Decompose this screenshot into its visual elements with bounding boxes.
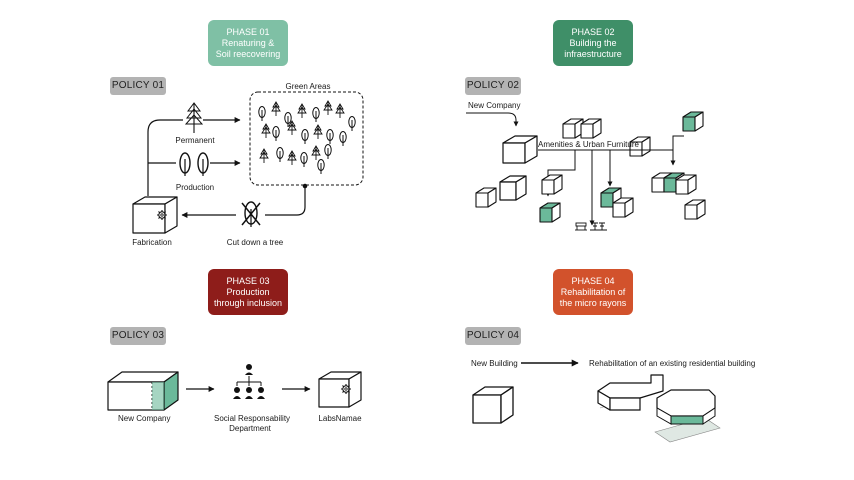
rehab-building [597, 374, 721, 443]
policy2-new-company-label: New Company [468, 101, 521, 110]
phase-01-line2: Soil reecovering [215, 48, 281, 59]
phase-03-tag: PHASE 03 [226, 275, 270, 286]
forest-icons [258, 100, 356, 175]
new-company-building [107, 371, 179, 411]
fabrication-cube [132, 196, 178, 234]
policy-04-label: POLICY 04 [465, 327, 521, 345]
policy3-new-company-label: New Company [118, 414, 171, 423]
cut-down-label: Cut down a tree [226, 238, 284, 247]
social-line2-label: Department [229, 424, 271, 433]
phase-02-tag: PHASE 02 [571, 26, 615, 37]
policy-01-diagram [132, 91, 364, 234]
labs-cube [318, 371, 362, 408]
policy-02-label: POLICY 02 [465, 77, 521, 95]
amenities-label: Amenities & Urban Furniture [538, 140, 639, 149]
phase-01-tag: PHASE 01 [226, 26, 270, 37]
company-cube [502, 135, 538, 164]
phase-03-line1: Production [226, 286, 270, 297]
phase-01-box: PHASE 01 Renaturing & Soil reecovering [208, 20, 288, 66]
policy-03-label: POLICY 03 [110, 327, 166, 345]
green-areas-label: Green Areas [285, 82, 331, 91]
phase-04-box: PHASE 04 Rehabilitation of the micro ray… [553, 269, 633, 315]
policy-04-diagram [472, 359, 721, 443]
rehabilitation-label: Rehabilitation of an existing residentia… [589, 359, 756, 368]
new-building-cube [472, 386, 514, 424]
phase-02-line1: Building the [569, 37, 617, 48]
labs-label: LabsNamae [318, 414, 362, 423]
policy-02-diagram [466, 111, 706, 231]
policy-03-diagram [107, 364, 362, 411]
permanent-tree-icon [184, 102, 204, 133]
cut-tree-icon [241, 201, 261, 227]
phase-03-line2: through inclusion [213, 297, 283, 308]
social-line1-label: Social Responsability [214, 414, 291, 423]
phase-03-box: PHASE 03 Production through inclusion [208, 269, 288, 315]
production-tree-icon [179, 152, 209, 176]
new-building-label: New Building [471, 359, 518, 368]
phase-01-line1: Renaturing & [221, 37, 275, 48]
permanent-label: Permanent [175, 136, 215, 145]
urban-furniture-icon [575, 222, 607, 231]
fabrication-label: Fabrication [132, 238, 172, 247]
policy-01-label: POLICY 01 [110, 77, 166, 95]
phase-04-line2: the micro rayons [559, 297, 627, 308]
org-chart-icon [233, 364, 265, 399]
phase-04-line1: Rehabilitation of [560, 286, 626, 297]
phase-02-line2: infraestructure [564, 48, 622, 59]
phase-02-box: PHASE 02 Building the infraestructure [553, 20, 633, 66]
phase-04-tag: PHASE 04 [571, 275, 615, 286]
production-label: Production [175, 183, 215, 192]
